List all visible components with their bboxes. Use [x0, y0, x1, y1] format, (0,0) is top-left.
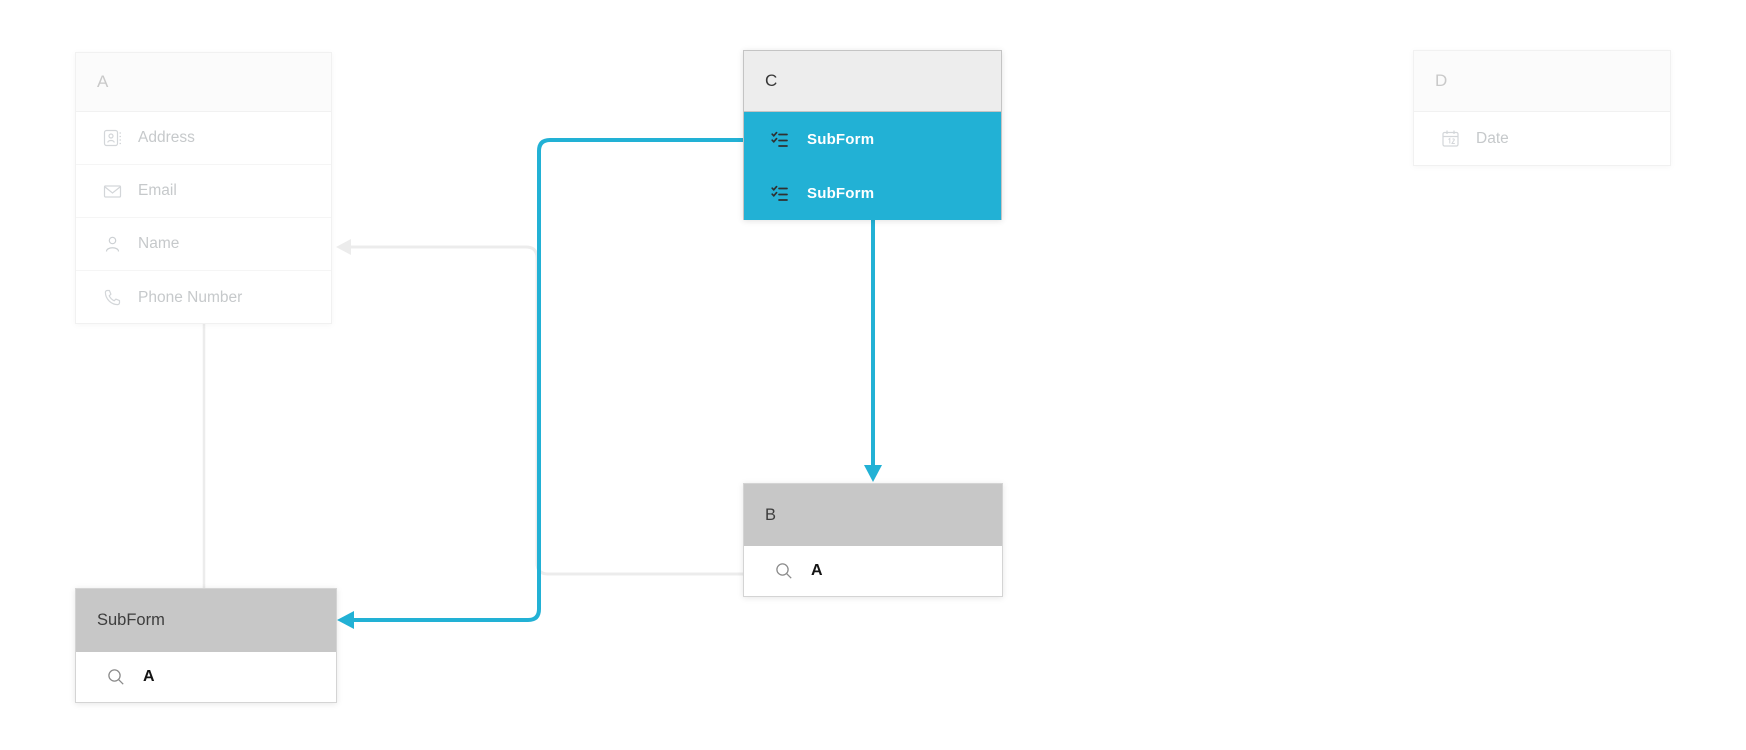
- form-header[interactable]: C: [744, 51, 1001, 112]
- field-row-date[interactable]: Date: [1414, 112, 1670, 165]
- field-label: SubForm: [807, 184, 875, 202]
- field-row-lookup-a[interactable]: A: [76, 652, 336, 702]
- connector-c-to-subform: [337, 138, 745, 629]
- subform-icon: [770, 130, 789, 149]
- form-title: B: [765, 505, 777, 524]
- subform-icon: [770, 184, 789, 203]
- name-icon: [103, 235, 122, 254]
- field-row-subform-2[interactable]: SubForm: [744, 166, 1001, 220]
- accent-arrowhead-down: [864, 465, 882, 482]
- form-node-d[interactable]: D Date: [1413, 50, 1671, 166]
- field-label: A: [143, 668, 155, 685]
- form-node-b[interactable]: B A: [743, 483, 1003, 597]
- field-label: Email: [138, 182, 177, 199]
- form-header[interactable]: A: [76, 53, 331, 112]
- field-label: Name: [138, 235, 180, 252]
- form-title: D: [1435, 71, 1448, 90]
- form-header[interactable]: D: [1414, 51, 1670, 112]
- accent-arrowhead-left: [337, 611, 354, 629]
- field-label: Address: [138, 129, 195, 146]
- field-label: SubForm: [807, 130, 875, 148]
- form-header[interactable]: SubForm: [76, 589, 336, 652]
- field-label: Phone Number: [138, 288, 243, 306]
- field-row-name[interactable]: Name: [76, 218, 331, 271]
- field-row-address[interactable]: Address: [76, 112, 331, 165]
- field-label: A: [811, 562, 823, 579]
- field-label: Date: [1476, 129, 1509, 147]
- form-title: SubForm: [97, 611, 165, 629]
- search-icon: [775, 562, 793, 580]
- field-row-subform-1[interactable]: SubForm: [744, 112, 1001, 166]
- field-row-email[interactable]: Email: [76, 165, 331, 218]
- form-title: C: [765, 71, 778, 90]
- form-node-a[interactable]: A Address Email: [75, 52, 332, 324]
- form-title: A: [97, 72, 109, 91]
- date-icon: [1441, 129, 1460, 148]
- form-header[interactable]: B: [744, 484, 1002, 546]
- connector-c-to-b: [864, 220, 882, 482]
- muted-arrowhead: [336, 239, 351, 255]
- email-icon: [103, 182, 122, 201]
- form-node-c[interactable]: C SubForm SubForm: [743, 50, 1002, 220]
- field-row-lookup-a[interactable]: A: [744, 546, 1002, 596]
- search-icon: [107, 668, 125, 686]
- address-icon: [103, 129, 122, 148]
- phone-icon: [103, 288, 122, 307]
- form-node-subform[interactable]: SubForm A: [75, 588, 337, 703]
- field-row-phone-number[interactable]: Phone Number: [76, 271, 331, 324]
